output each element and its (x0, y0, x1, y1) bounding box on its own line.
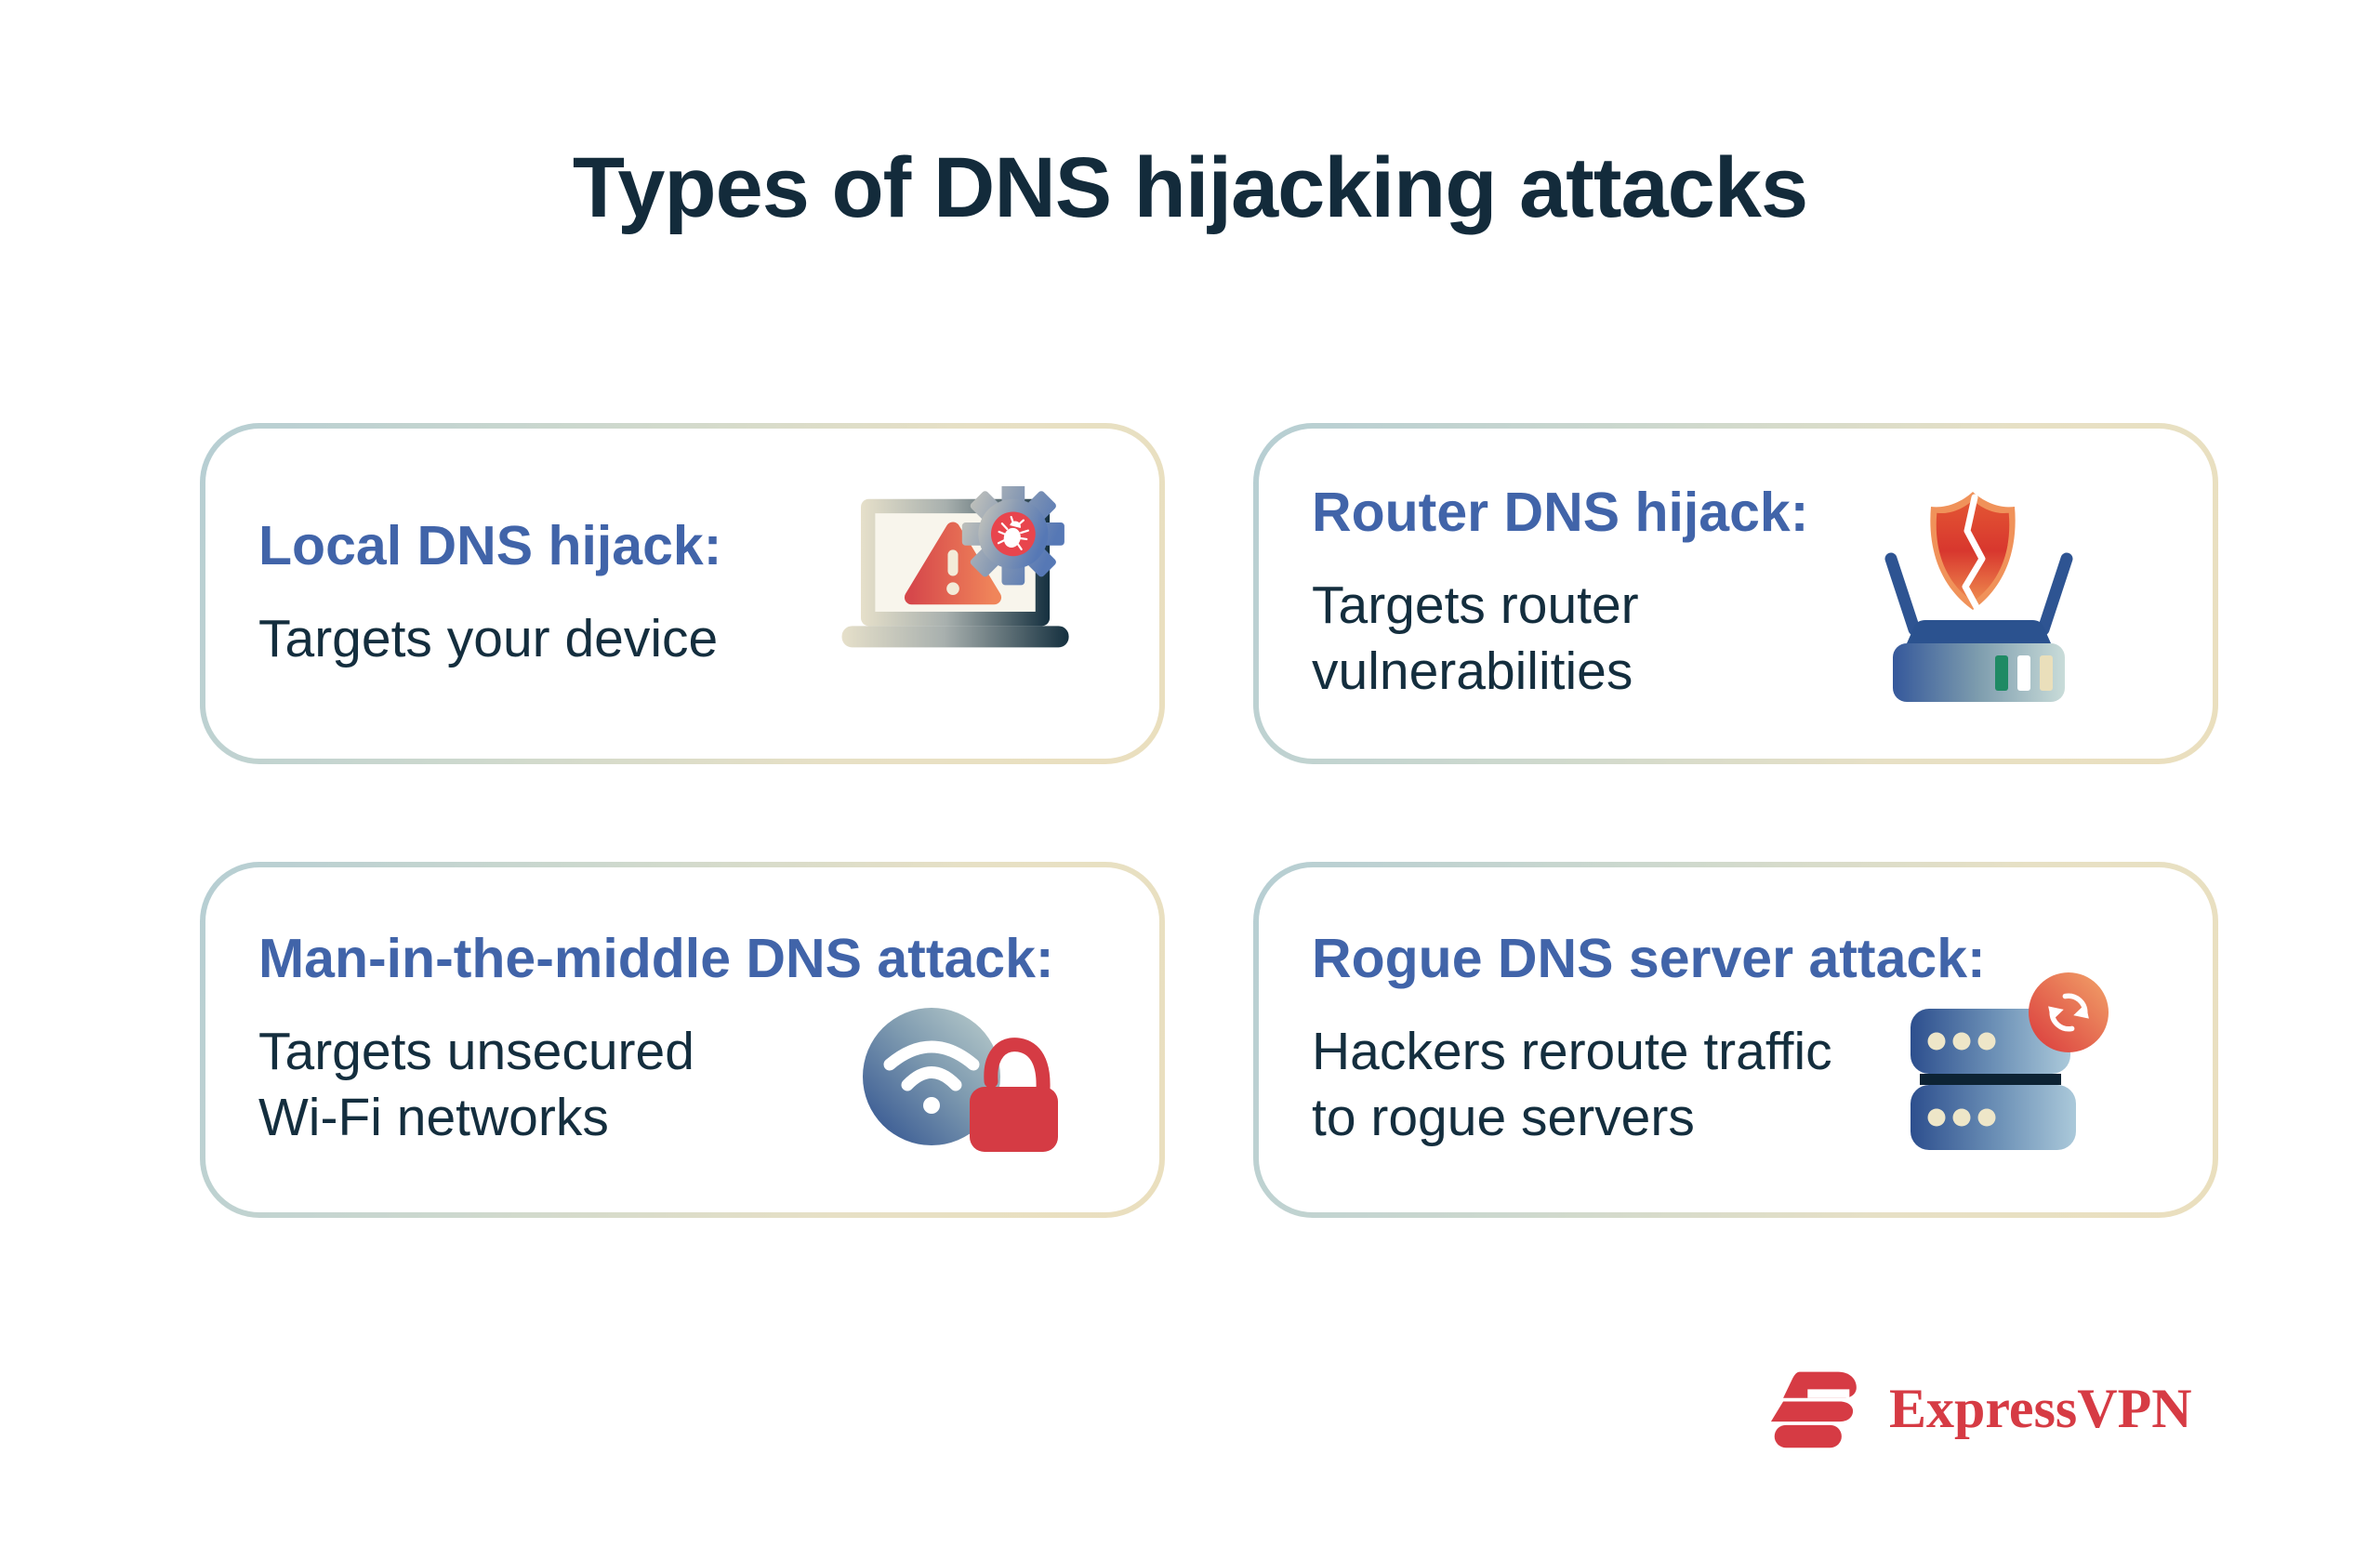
card-title: Local DNS hijack: (258, 514, 722, 576)
card-local-dns-hijack: Local DNS hijack: Targets your device (200, 423, 1165, 764)
card-description: Hackers reroute traffic to rogue servers (1312, 1022, 1832, 1147)
card-body: Local DNS hijack: Targets your device (205, 429, 1159, 759)
brand-logo: ExpressVPN (1763, 1367, 2192, 1450)
card-title: Rogue DNS server attack: (1312, 928, 1986, 990)
router-cracked-shield-icon (1884, 488, 2074, 704)
page-title: Types of DNS hijacking attacks (572, 140, 1808, 235)
card-body: Rogue DNS server attack: Hackers reroute… (1259, 867, 2213, 1212)
card-mitm-dns-attack: Man-in-the-middle DNS attack: Targets un… (200, 862, 1165, 1218)
card-description: Targets router vulnerabilities (1312, 575, 1639, 701)
card-title: Router DNS hijack: (1312, 482, 1809, 544)
card-title: Man-in-the-middle DNS attack: (258, 928, 1054, 990)
server-reroute-icon (1909, 972, 2113, 1154)
card-description: Targets your device (258, 608, 719, 668)
card-router-dns-hijack: Router DNS hijack: Targets router vulner… (1253, 423, 2218, 764)
card-description: Targets unsecured Wi-Fi networks (258, 1022, 694, 1147)
bug-glyph (997, 515, 1029, 550)
card-rogue-dns-server: Rogue DNS server attack: Hackers reroute… (1253, 862, 2218, 1218)
laptop-malware-warning-icon (834, 483, 1072, 661)
wifi-open-padlock-icon (861, 1003, 1061, 1154)
brand-name: ExpressVPN (1889, 1377, 2192, 1439)
card-body: Router DNS hijack: Targets router vulner… (1259, 429, 2213, 759)
expressvpn-logo-icon (1763, 1367, 1861, 1450)
card-body: Man-in-the-middle DNS attack: Targets un… (205, 867, 1159, 1212)
sync-arrows-glyph (2048, 993, 2089, 1032)
cards-grid: Local DNS hijack: Targets your device (200, 423, 2218, 1218)
